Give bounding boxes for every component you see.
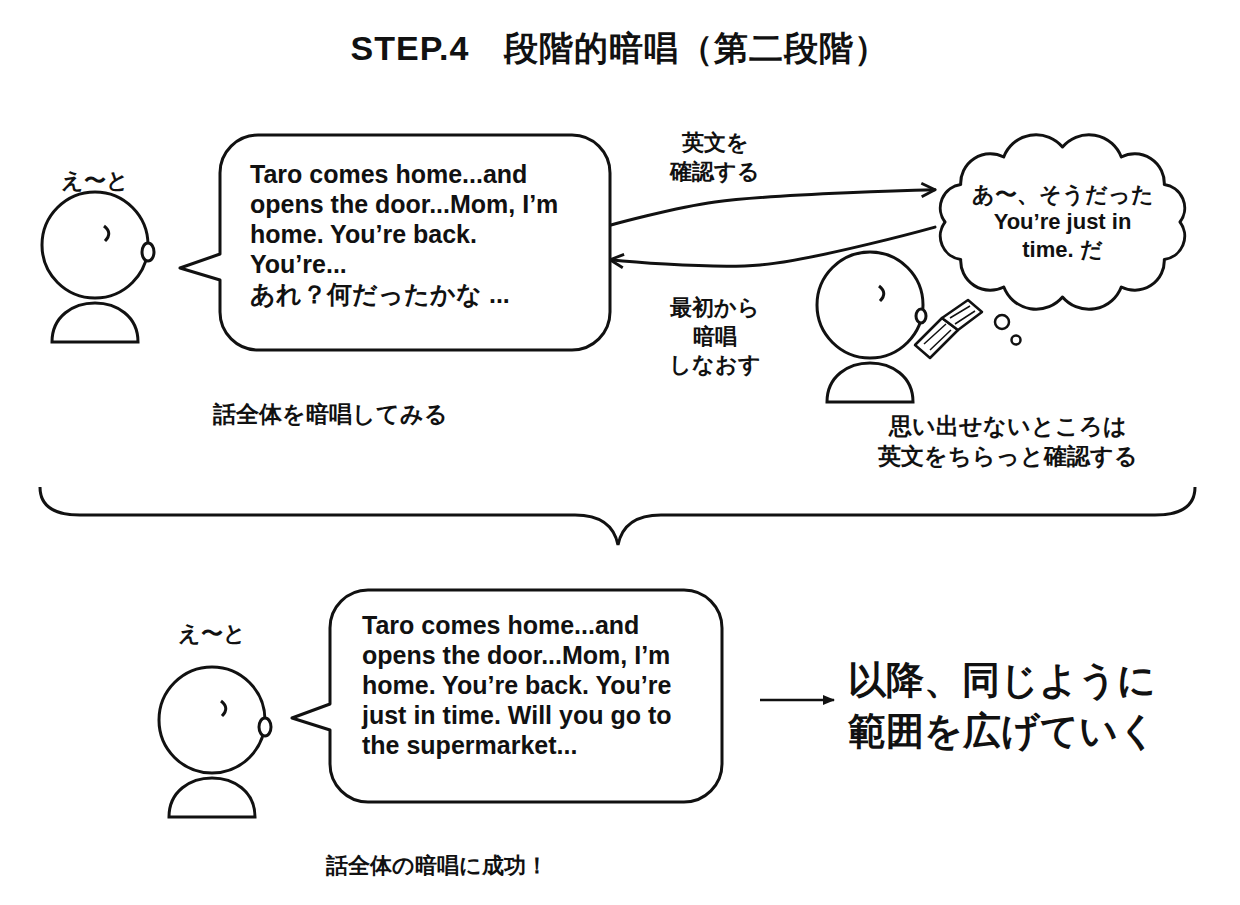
- person-eye: [221, 701, 226, 716]
- hesitation-label: え〜と: [35, 167, 155, 196]
- person-figure: [42, 192, 154, 342]
- next-arrow: [760, 699, 834, 702]
- edge-label: 最初から 暗唱 しなおす: [669, 294, 761, 380]
- person-mouth: [142, 243, 154, 261]
- step-caption: 思い出せないところは 英文をちらっと確認する: [863, 412, 1153, 472]
- book-page: [942, 300, 982, 330]
- success-caption: 話全体の暗唱に成功！: [277, 852, 597, 881]
- next-step-note: 以降、同じように 範囲を広げていく: [848, 655, 1188, 758]
- speech-text: Taro comes home...and opens the door...M…: [250, 159, 562, 279]
- person-figure: [817, 252, 926, 402]
- open-book: [915, 300, 982, 358]
- person-head: [159, 667, 265, 773]
- thought-dot: [1012, 336, 1021, 345]
- thought-text: あ〜、そうだった You’re just in time. だ: [965, 181, 1160, 264]
- step-caption: 話全体を暗唱してみる: [170, 400, 490, 430]
- bubble-shape: [292, 590, 722, 802]
- person-mouth: [259, 718, 271, 736]
- speech-text: あれ？何だったかな ...: [250, 279, 562, 309]
- person-body: [169, 778, 255, 817]
- edge-label: 英文を 確認する: [669, 129, 761, 186]
- thought-cloud: あ〜、そうだった You’re just in time. だ: [935, 137, 1190, 307]
- person-mouth: [916, 309, 926, 323]
- person-eye: [879, 286, 884, 301]
- connectors: [610, 190, 935, 267]
- bubble-shape: [180, 135, 610, 350]
- hesitation-label: え〜と: [152, 620, 272, 649]
- speech-text: Taro comes home...and opens the door...M…: [362, 610, 674, 760]
- person-head: [817, 252, 923, 358]
- curly-brace: [40, 487, 1195, 545]
- speech-bubble: Taro comes home...and opens the door...M…: [220, 135, 610, 350]
- speech-bubble: Taro comes home...and opens the door...M…: [330, 590, 722, 802]
- cloud-shape: [940, 135, 1184, 310]
- person-head: [42, 192, 148, 298]
- book-lines: [924, 306, 975, 350]
- thought-dots: [995, 315, 1021, 345]
- cycle-arrow: [610, 190, 935, 226]
- cycle-arrow: [610, 227, 935, 266]
- person-figure: [159, 667, 271, 817]
- person-body: [827, 363, 913, 402]
- thought-dot: [995, 315, 1009, 329]
- diagram-title: STEP.4 段階的暗唱（第二段階）: [0, 26, 1240, 72]
- person-eye: [104, 226, 109, 241]
- person-body: [52, 303, 138, 342]
